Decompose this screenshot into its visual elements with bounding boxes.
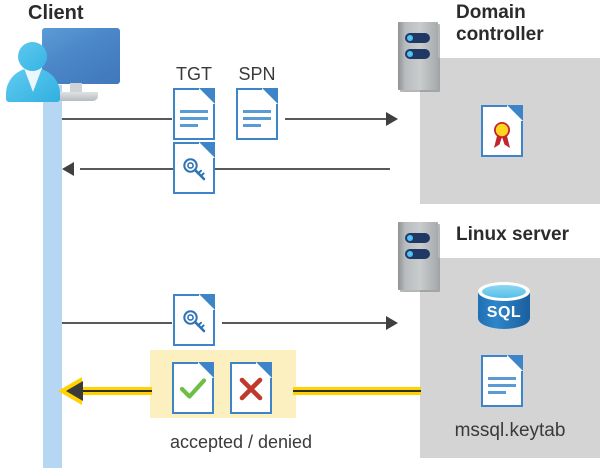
arrowhead-left-to-client [62, 162, 74, 176]
person-head-icon [18, 42, 47, 71]
ticket-key-document-icon [173, 142, 215, 194]
tgt-label: TGT [176, 64, 212, 84]
arrowhead-right-to-dc [386, 112, 398, 126]
certificate-document-icon [481, 105, 523, 157]
linux-server-rack-icon [398, 222, 438, 290]
gold-arrowhead-inner [66, 381, 83, 401]
monitor-screen-icon [42, 28, 120, 84]
service-ticket-key-document-icon [173, 294, 215, 346]
flow-line-client-to-dc-right [285, 118, 388, 120]
spn-label: SPN [238, 64, 276, 84]
monitor-base-icon [56, 92, 98, 101]
key-magnifier-icon [183, 310, 206, 333]
accepted-document-icon [172, 362, 214, 414]
sql-label: SQL [486, 304, 522, 321]
client-workstation-icon [6, 24, 120, 104]
flow-line-client-to-dc-left [62, 118, 172, 120]
keytab-filename-caption: mssql.keytab [454, 420, 566, 441]
accepted-denied-caption: accepted / denied [169, 432, 313, 452]
check-icon [179, 378, 207, 399]
rack-led-icon [405, 33, 430, 43]
rack-led-icon [405, 233, 430, 243]
gold-flow-line-left [80, 387, 152, 395]
flow-line-client-to-linux-right [222, 322, 388, 324]
tgt-document-icon: TGT [173, 64, 215, 140]
client-title: Client [28, 2, 84, 24]
denied-document-icon [230, 362, 272, 414]
gold-flow-line-right [293, 387, 421, 395]
sql-database-icon: SQL [478, 282, 530, 338]
arrowhead-right-to-linux [386, 316, 398, 330]
certificate-seal-icon [494, 122, 510, 148]
key-magnifier-icon [183, 158, 206, 181]
domain-controller-server-rack-icon [398, 22, 438, 90]
flow-line-client-to-linux-left [62, 322, 172, 324]
domain-controller-title: Domain controller [456, 2, 544, 46]
flow-line-dc-to-client [80, 168, 390, 170]
rack-led-icon [405, 49, 430, 59]
client-lifeline [43, 85, 62, 468]
linux-server-title: Linux server [456, 224, 569, 245]
spn-document-icon: SPN [236, 64, 278, 140]
x-icon [239, 377, 263, 401]
keytab-document-icon [481, 355, 523, 407]
rack-led-icon [405, 249, 430, 259]
